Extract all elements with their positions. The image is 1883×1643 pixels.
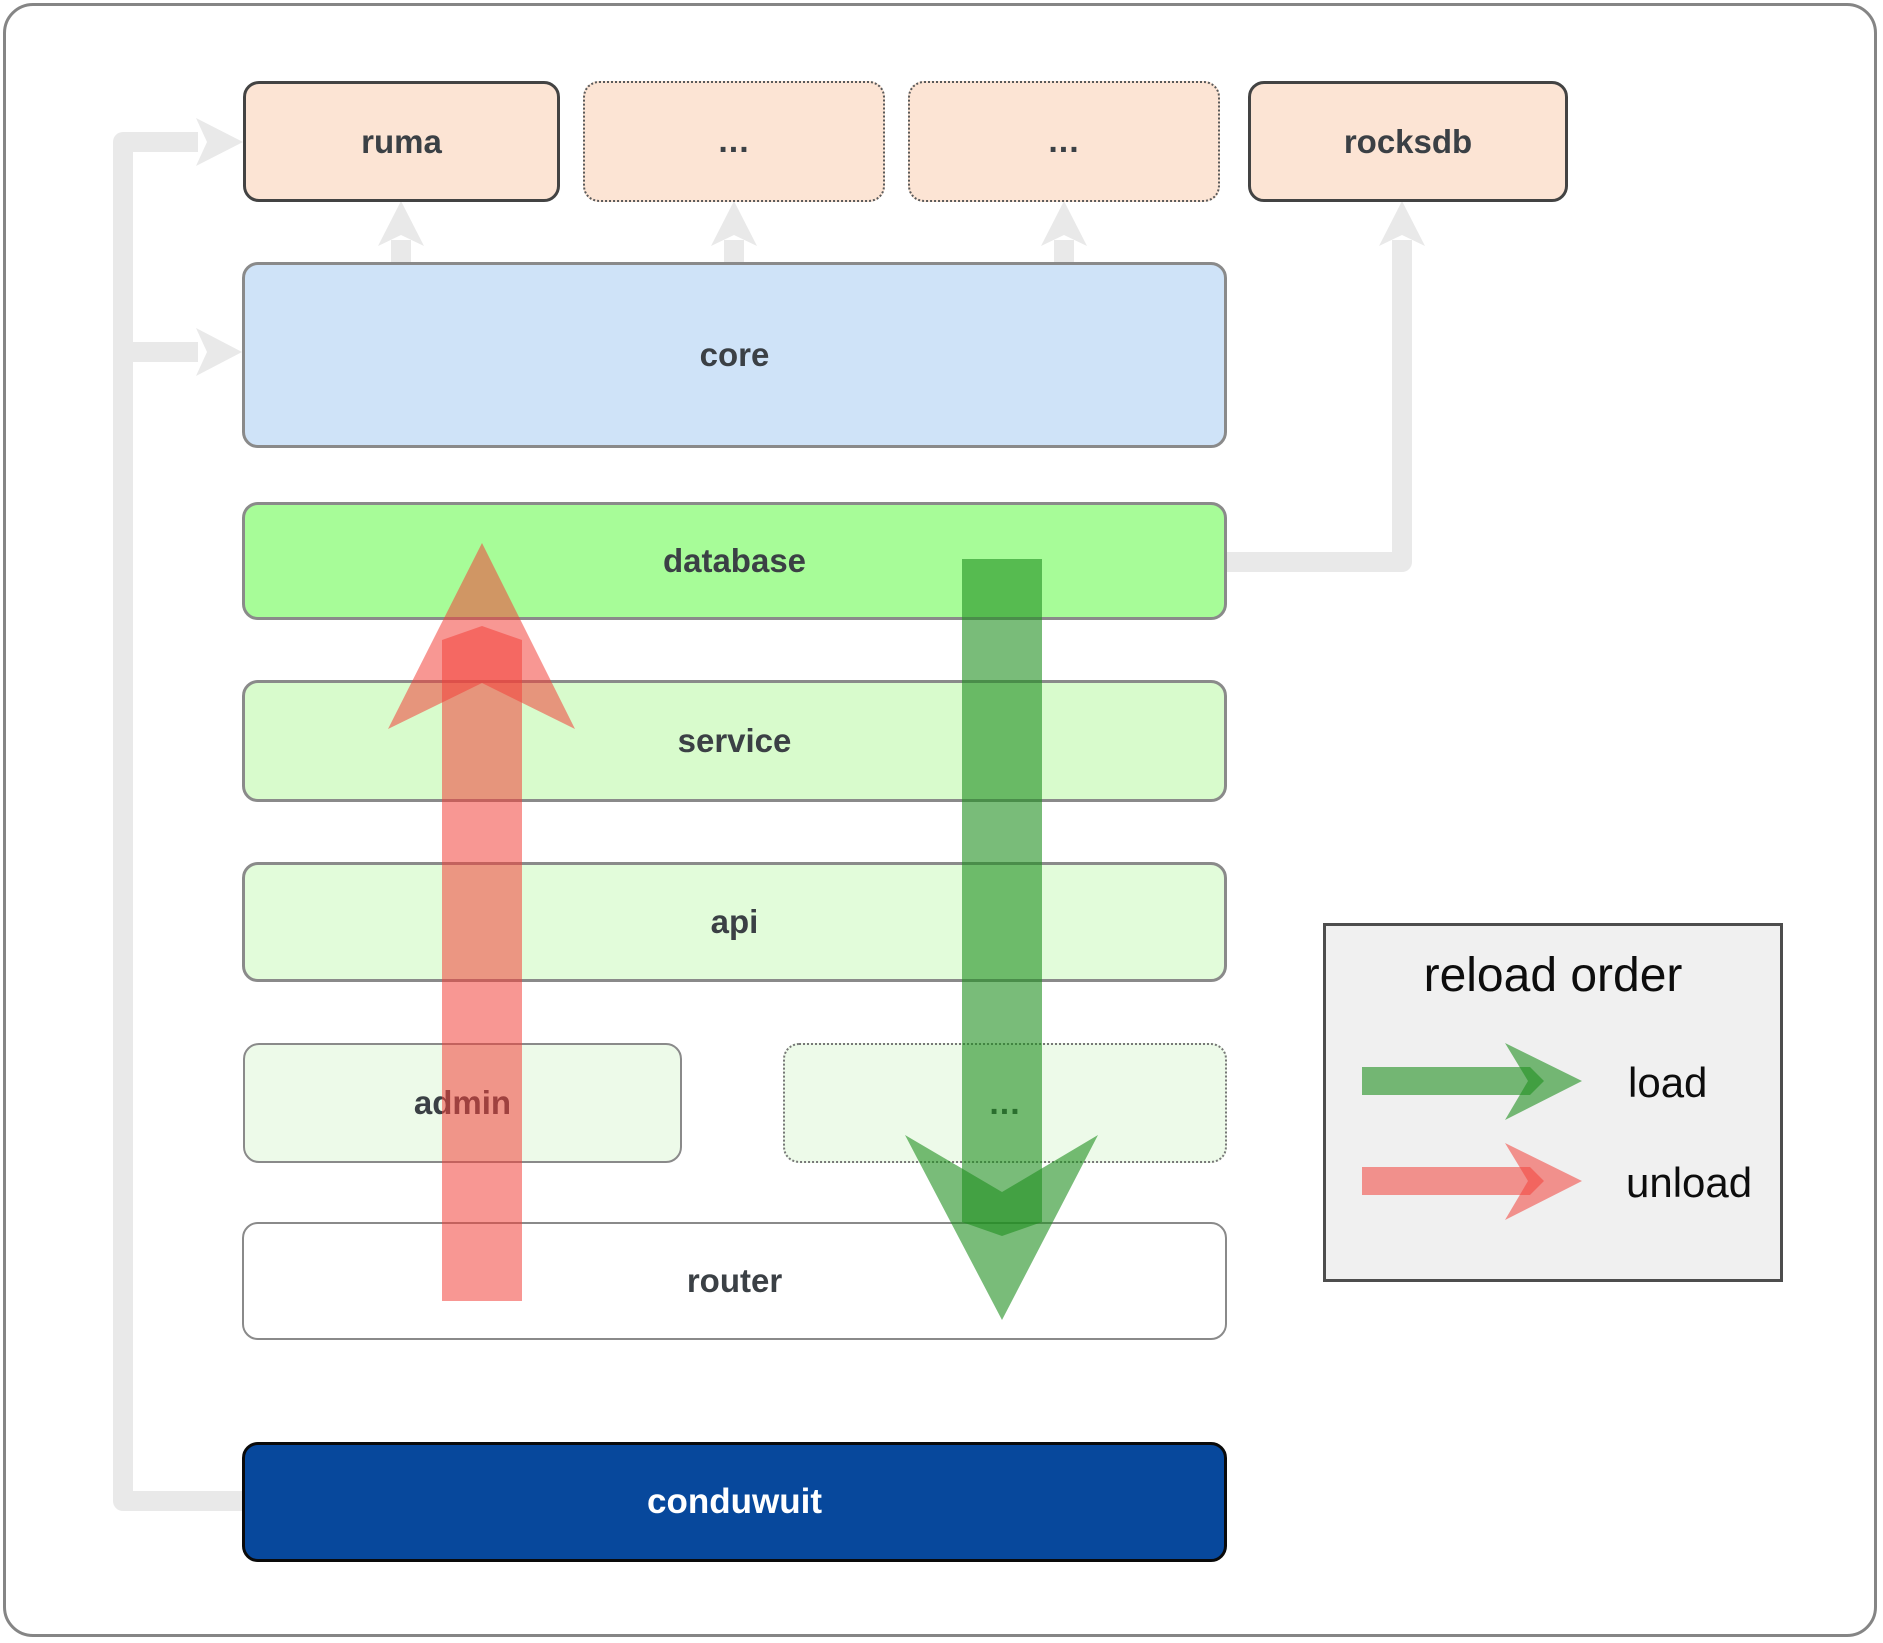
box-core-label: core xyxy=(699,336,770,373)
box-conduwuit: conduwuit xyxy=(242,1442,1227,1562)
box-admin-label: admin xyxy=(413,1084,512,1121)
box-admin-ellipsis: ... xyxy=(783,1043,1227,1163)
box-top-ellipsis-1: ... xyxy=(583,81,885,202)
page-frame xyxy=(3,3,1877,1637)
box-core: core xyxy=(242,262,1227,448)
box-api-label: api xyxy=(710,903,759,940)
box-top-ellipsis-2: ... xyxy=(908,81,1220,202)
box-database: database xyxy=(242,502,1227,620)
box-rocksdb: rocksdb xyxy=(1248,81,1568,202)
box-admin-ellipsis-label: ... xyxy=(989,1083,1021,1122)
box-admin: admin xyxy=(243,1043,682,1163)
legend-load-label: load xyxy=(1628,1059,1708,1106)
box-rocksdb-label: rocksdb xyxy=(1343,122,1473,160)
box-router-label: router xyxy=(686,1262,783,1299)
box-service: service xyxy=(242,680,1227,802)
box-ruma-label: ruma xyxy=(361,122,442,160)
box-router: router xyxy=(242,1222,1227,1340)
box-conduwuit-label: conduwuit xyxy=(647,1482,822,1521)
box-service-label: service xyxy=(677,722,792,759)
box-ruma: ruma xyxy=(243,81,560,202)
box-top-ellipsis-2-label: ... xyxy=(1048,122,1080,160)
box-database-label: database xyxy=(662,542,807,579)
box-api: api xyxy=(242,862,1227,982)
legend-unload-label: unload xyxy=(1626,1159,1753,1206)
legend-title: reload order xyxy=(1423,949,1683,1002)
box-top-ellipsis-1-label: ... xyxy=(718,122,750,160)
